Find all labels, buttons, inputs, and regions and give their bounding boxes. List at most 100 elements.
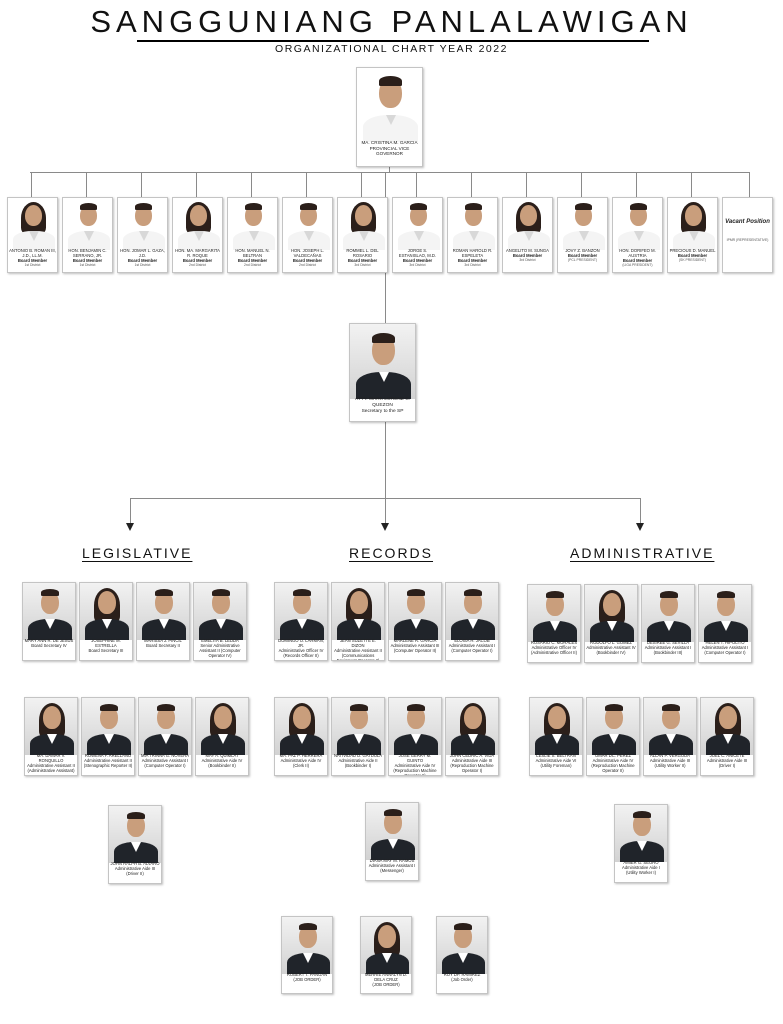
suit bbox=[535, 734, 579, 755]
staff-name: ROMMEL L. DEL ROSARIO bbox=[346, 248, 379, 258]
staff-photo bbox=[275, 583, 327, 640]
staff-photo bbox=[173, 198, 222, 250]
staff-photo bbox=[283, 198, 332, 250]
face bbox=[719, 706, 737, 729]
shirt-collar bbox=[634, 231, 644, 241]
staff-name: DIANA MAY M. RAMOS bbox=[369, 858, 415, 863]
face bbox=[41, 591, 59, 614]
hair bbox=[300, 203, 317, 210]
shirt-collar bbox=[721, 621, 731, 631]
suit bbox=[201, 734, 245, 755]
staff-district: 3rd District bbox=[409, 263, 426, 267]
connector-line bbox=[251, 172, 252, 198]
staff-district: 1st District bbox=[79, 263, 96, 267]
card-text: ANTONIO B. ROMAN III, J.D., LL.M.Board M… bbox=[8, 248, 57, 272]
face bbox=[43, 706, 61, 729]
records-staff-card: DOMINGO O. LARMAN, JR.Administrative Off… bbox=[274, 582, 328, 661]
face bbox=[410, 205, 427, 226]
suit bbox=[590, 621, 634, 642]
shirt-collar bbox=[45, 619, 55, 629]
shirt-collar bbox=[359, 231, 369, 241]
connector-line bbox=[130, 498, 131, 523]
suit bbox=[649, 734, 693, 755]
staff-name: HON. JOSEPH L. VALDECAÑAS bbox=[290, 248, 325, 258]
shirt-collar bbox=[216, 619, 226, 629]
staff-name: PRECIOUS D. MANUEL bbox=[669, 248, 716, 253]
face bbox=[293, 706, 311, 729]
face bbox=[299, 925, 317, 948]
staff-name: JOHN RALPH B. ALVARO bbox=[110, 861, 160, 866]
hair bbox=[135, 203, 152, 210]
hair bbox=[410, 203, 427, 210]
staff-name: JEAN SUZETTE E. DIZON bbox=[339, 638, 377, 648]
shirt-collar bbox=[550, 621, 560, 631]
hair bbox=[155, 589, 173, 596]
face bbox=[548, 706, 566, 729]
staff-name: MAY A. QUIMLAT bbox=[205, 753, 239, 758]
hair bbox=[633, 811, 651, 818]
connector-line bbox=[389, 166, 390, 173]
face bbox=[212, 591, 230, 614]
hair bbox=[372, 333, 395, 343]
shirt-collar bbox=[218, 734, 228, 744]
staff-photo bbox=[587, 698, 639, 755]
staff-position: Board Member bbox=[237, 258, 268, 263]
staff-name: ALLAN P. VERGODA bbox=[650, 753, 690, 758]
staff-name: HON. DORIFEO M. AUSTRIA bbox=[619, 248, 656, 258]
card-text: HON. BENJAMIN C. SERRANO, JR.Board Membe… bbox=[63, 248, 112, 272]
connector-line bbox=[691, 172, 692, 198]
hair bbox=[80, 203, 97, 210]
staff-position: PROVINCIAL VICE GOVERNOR bbox=[369, 145, 410, 157]
shirt-collar bbox=[159, 619, 169, 629]
staff-position: Board Member bbox=[17, 258, 48, 263]
staff-name: ROSARIO C. MORALES bbox=[530, 640, 578, 645]
staff-position: Administrative Assistant I (Messenger) bbox=[368, 863, 416, 873]
staff-photo bbox=[528, 585, 580, 642]
job-order-card: MERRIE ANNALYN D. DELA CRUZ(JOB ORDER) bbox=[360, 916, 412, 994]
suit bbox=[287, 953, 330, 974]
staff-name: ANTONIO B. ROMAN III, J.D., LL.M. bbox=[9, 248, 56, 258]
staff-position: Board Member bbox=[402, 258, 433, 263]
shirt-collar bbox=[47, 734, 57, 744]
job-order-card: ROBERT T. PANGAN(JOB ORDER) bbox=[281, 916, 333, 994]
staff-photo bbox=[585, 585, 637, 642]
staff-position: Secretary to the SP bbox=[361, 408, 404, 414]
shirt-collar bbox=[607, 621, 617, 631]
connector-line bbox=[30, 172, 750, 173]
hair bbox=[350, 704, 368, 711]
face bbox=[135, 205, 152, 226]
staff-name: EMELITA B. LEDDA bbox=[201, 638, 239, 643]
shirt-collar bbox=[303, 953, 313, 963]
suit bbox=[337, 734, 381, 755]
connector-line bbox=[416, 172, 417, 198]
section-heading-administrative: ADMINISTRATIVE bbox=[570, 545, 715, 561]
suit bbox=[394, 619, 438, 640]
hair bbox=[299, 923, 317, 930]
staff-photo bbox=[613, 198, 662, 250]
card-text: DOMINGO O. LARMAN, JR.Administrative Off… bbox=[275, 638, 327, 660]
face bbox=[575, 205, 592, 226]
staff-photo bbox=[282, 917, 332, 974]
shirt-collar bbox=[666, 734, 676, 744]
face bbox=[662, 706, 680, 729]
staff-name: MARLENE R. GARCIA bbox=[393, 638, 437, 643]
staff-photo bbox=[25, 698, 77, 755]
